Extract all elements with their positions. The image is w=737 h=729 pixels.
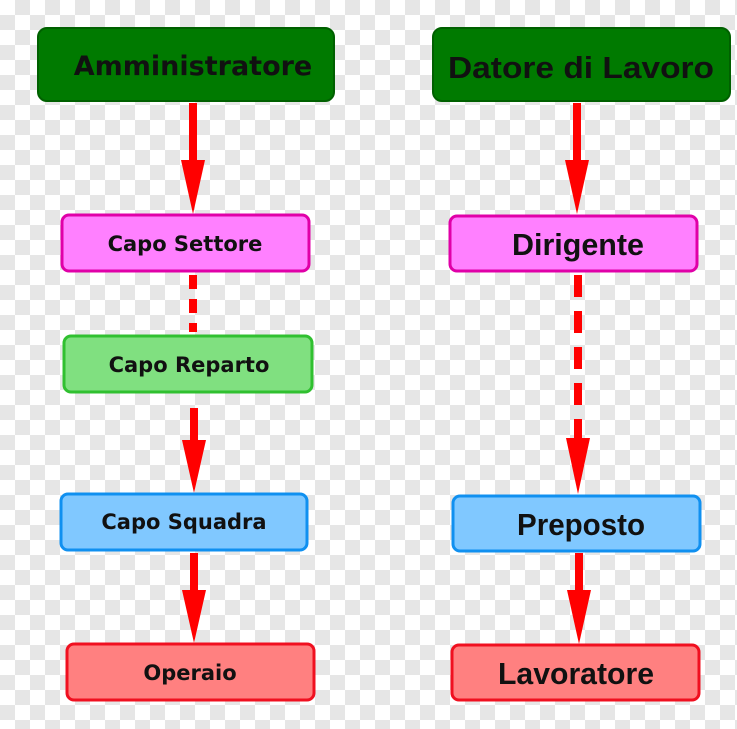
node-label: Dirigente: [512, 227, 644, 262]
node-label: Amministratore: [74, 51, 313, 82]
node-dirigente: Dirigente: [448, 214, 699, 273]
arrowhead: [565, 160, 589, 214]
node-label: Capo Squadra: [101, 510, 266, 534]
arrowhead: [181, 160, 205, 214]
left-arrows: [181, 103, 206, 643]
node-label: Lavoratore: [498, 656, 654, 691]
node-label: Capo Reparto: [109, 353, 270, 377]
arrowhead: [182, 440, 206, 493]
node-capo-reparto: Capo Reparto: [62, 334, 314, 394]
node-capo-squadra: Capo Squadra: [59, 492, 309, 552]
node-preposto: Preposto: [451, 494, 702, 553]
arrowhead: [567, 590, 591, 644]
node-label: Datore di Lavoro: [448, 50, 714, 85]
node-capo-settore: Capo Settore: [60, 213, 311, 273]
node-label: Operaio: [143, 661, 236, 685]
arrowhead: [182, 590, 206, 643]
node-datore-di-lavoro: Datore di Lavoro: [432, 27, 731, 102]
node-label: Preposto: [517, 507, 645, 542]
node-lavoratore: Lavoratore: [450, 643, 701, 702]
node-operaio: Operaio: [65, 642, 316, 702]
right-arrows: [565, 103, 591, 644]
node-label: Capo Settore: [108, 232, 263, 256]
node-amministratore: Amministratore: [37, 27, 335, 102]
arrowhead: [566, 438, 590, 494]
